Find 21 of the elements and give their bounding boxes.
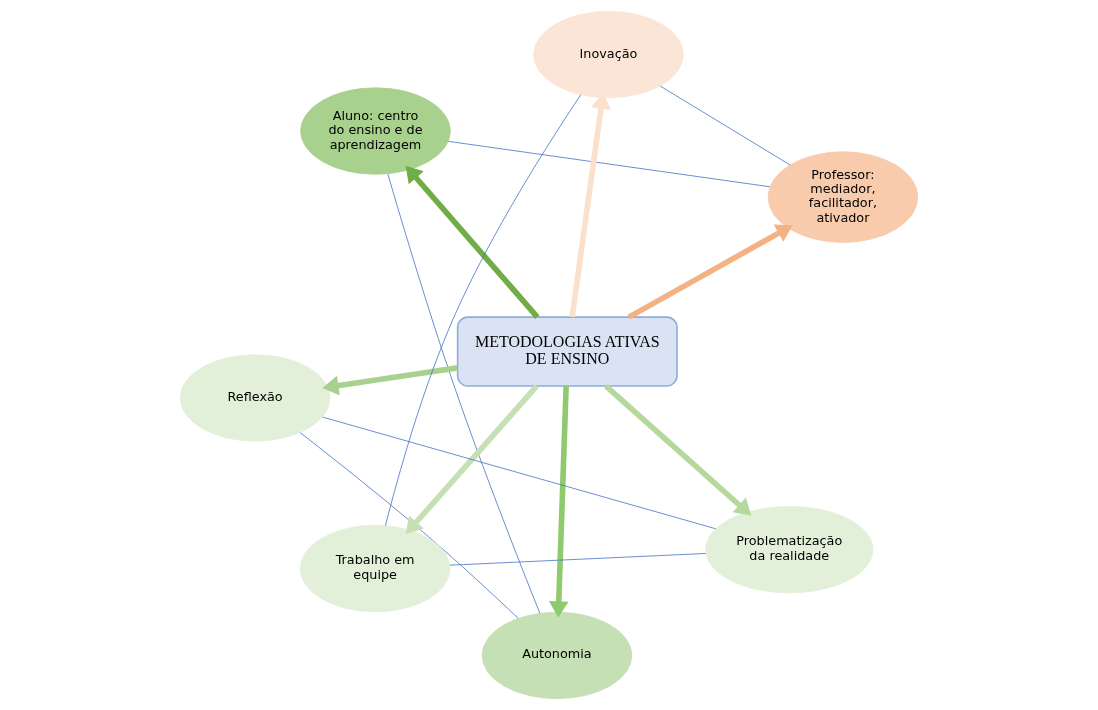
connector (299, 432, 519, 619)
connector (659, 85, 791, 166)
connector (322, 416, 717, 530)
node-ellipse: Reflexão (179, 354, 331, 442)
connector (387, 173, 541, 614)
node-ellipse: Problematização da realidade (705, 506, 874, 594)
arrow (627, 224, 793, 320)
node-ellipse: Aluno: centro do ensino e de aprendizagem (300, 87, 451, 175)
arrow (604, 383, 752, 516)
arrow (405, 384, 539, 535)
arrow (405, 165, 540, 319)
arrow (322, 365, 458, 396)
connector (448, 140, 771, 188)
arrow (569, 92, 611, 318)
connector (385, 94, 582, 527)
node-box: METODOLOGIAS ATIVAS DE ENSINO (456, 316, 678, 387)
node-ellipse: Autonomia (481, 611, 633, 700)
connector (449, 553, 707, 566)
node-ellipse: Trabalho em equipe (299, 524, 451, 613)
node-ellipse: Inovação (533, 10, 684, 99)
arrow (548, 386, 569, 618)
